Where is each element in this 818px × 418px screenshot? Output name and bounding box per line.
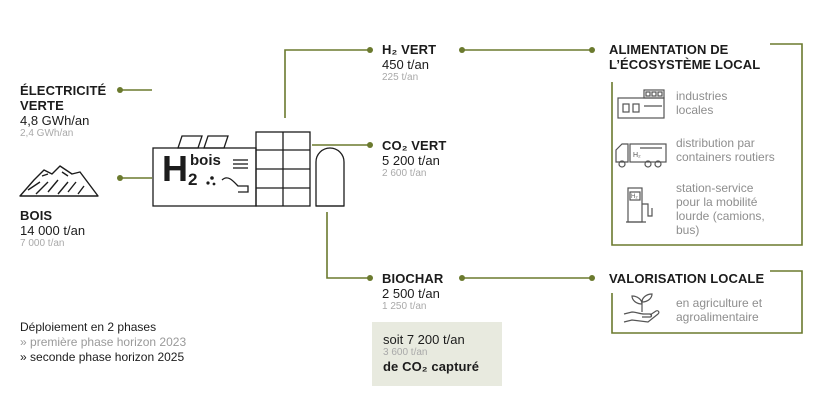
dot-valorisation [589, 275, 595, 281]
h2-block: H₂ VERT 450 t/an 225 t/an [382, 42, 436, 84]
fuel-station-icon: H₂ [626, 187, 653, 223]
eco-item-distribution: distribution par containers routiers [676, 136, 775, 164]
wood-sub: 7 000 t/an [20, 238, 65, 249]
valorisation-line2: agroalimentaire [676, 310, 759, 324]
dot-biochar-out [459, 275, 465, 281]
ecosystem-title-1: ALIMENTATION DE [609, 42, 729, 57]
biochar-title: BIOCHAR [382, 271, 444, 286]
eco-item-3-line3: lourde (camions, [676, 209, 765, 223]
svg-text:H₂: H₂ [631, 194, 638, 200]
deployment-title: Déploiement en 2 phases [20, 320, 157, 334]
electricity-title-1: ÉLECTRICITÉ [20, 83, 107, 98]
eco-item-industries: industries locales [676, 89, 727, 117]
biochar-value: 2 500 t/an [382, 286, 440, 301]
eco-item-2-line1: distribution par [676, 136, 755, 150]
logo-h: H [162, 148, 188, 189]
wood-value: 14 000 t/an [20, 223, 86, 238]
dot-co2 [367, 142, 373, 148]
co2-title: CO₂ VERT [382, 138, 447, 153]
dot-h2-out [459, 47, 465, 53]
co2-sub: 2 600 t/an [382, 168, 427, 179]
valorisation-bracket [611, 270, 803, 334]
solar-panel-icon [177, 135, 203, 149]
biochar-block: BIOCHAR 2 500 t/an 1 250 t/an [382, 271, 443, 313]
deployment-legend: Déploiement en 2 phases » première phase… [20, 320, 186, 365]
eco-item-3-line2: pour la mobilité [676, 195, 758, 209]
eco-item-3-line4: bus) [676, 223, 700, 237]
wood-block: BOIS 14 000 t/an 7 000 t/an [20, 208, 85, 250]
eco-item-3-line1: station-service [676, 181, 754, 195]
electricity-value: 4,8 GWh/an [20, 113, 90, 128]
valorisation-title: VALORISATION LOCALE [609, 271, 765, 286]
logo-2: 2 [188, 170, 198, 189]
wood-pile-icon [19, 165, 99, 197]
phase-2-marker: » [20, 350, 27, 364]
h2-title: H₂ VERT [382, 42, 437, 57]
eco-item-1-line1: industries [676, 89, 728, 103]
co2-value: 5 200 t/an [382, 153, 440, 168]
connector-biochar [326, 212, 370, 279]
phase-2-text: seconde phase horizon 2025 [30, 350, 185, 364]
valorisation-line1: en agriculture et [676, 296, 763, 310]
dot-biochar [367, 275, 373, 281]
electricity-sub: 2,4 GWh/an [20, 128, 74, 139]
svg-text:H₂: H₂ [633, 152, 641, 159]
eco-item-station: station-service pour la mobilité lourde … [676, 181, 765, 237]
dot-h2 [367, 47, 373, 53]
co2-block: CO₂ VERT 5 200 t/an 2 600 t/an [382, 138, 446, 180]
deployment-phase-1: » première phase horizon 2023 [20, 335, 186, 350]
dot-ecosystem [589, 47, 595, 53]
captured-line1: soit 7 200 t/an [383, 332, 465, 347]
h2-sub: 225 t/an [382, 72, 419, 83]
wood-title: BOIS [20, 208, 53, 223]
eco-item-2-line2: containers routiers [676, 150, 775, 164]
ecosystem-title: ALIMENTATION DE L’ÉCOSYSTÈME LOCAL [609, 42, 760, 72]
truck-container-icon: H₂ [615, 143, 667, 168]
dot-electricity [117, 87, 123, 93]
deployment-phase-2: » seconde phase horizon 2025 [20, 350, 186, 365]
eco-item-1-line2: locales [676, 103, 714, 117]
ecosystem-bracket [611, 43, 803, 246]
phase-1-text: première phase horizon 2023 [30, 335, 187, 349]
electricity-block: ÉLECTRICITÉ VERTE 4,8 GWh/an 2,4 GWh/an [20, 83, 106, 140]
valorisation-item: en agriculture et agroalimentaire [676, 296, 762, 324]
phase-1-marker: » [20, 335, 27, 349]
electricity-title-2: VERTE [20, 98, 64, 113]
logo-bois: bois [190, 152, 221, 169]
captured-sub: 3 600 t/an [383, 347, 428, 358]
ecosystem-title-2: L’ÉCOSYSTÈME LOCAL [609, 57, 761, 72]
h2-value: 450 t/an [382, 57, 429, 72]
biochar-sub: 1 250 t/an [382, 301, 427, 312]
co2-captured-box: soit 7 200 t/an 3 600 t/an de CO₂ captur… [372, 322, 502, 386]
plant-hand-icon [623, 293, 660, 323]
factory-icon [617, 89, 665, 119]
captured-line2: de CO₂ capturé [383, 359, 480, 374]
connector-h2 [284, 49, 370, 118]
dot-wood [117, 175, 123, 181]
h2bois-plant-illustration [152, 131, 345, 207]
